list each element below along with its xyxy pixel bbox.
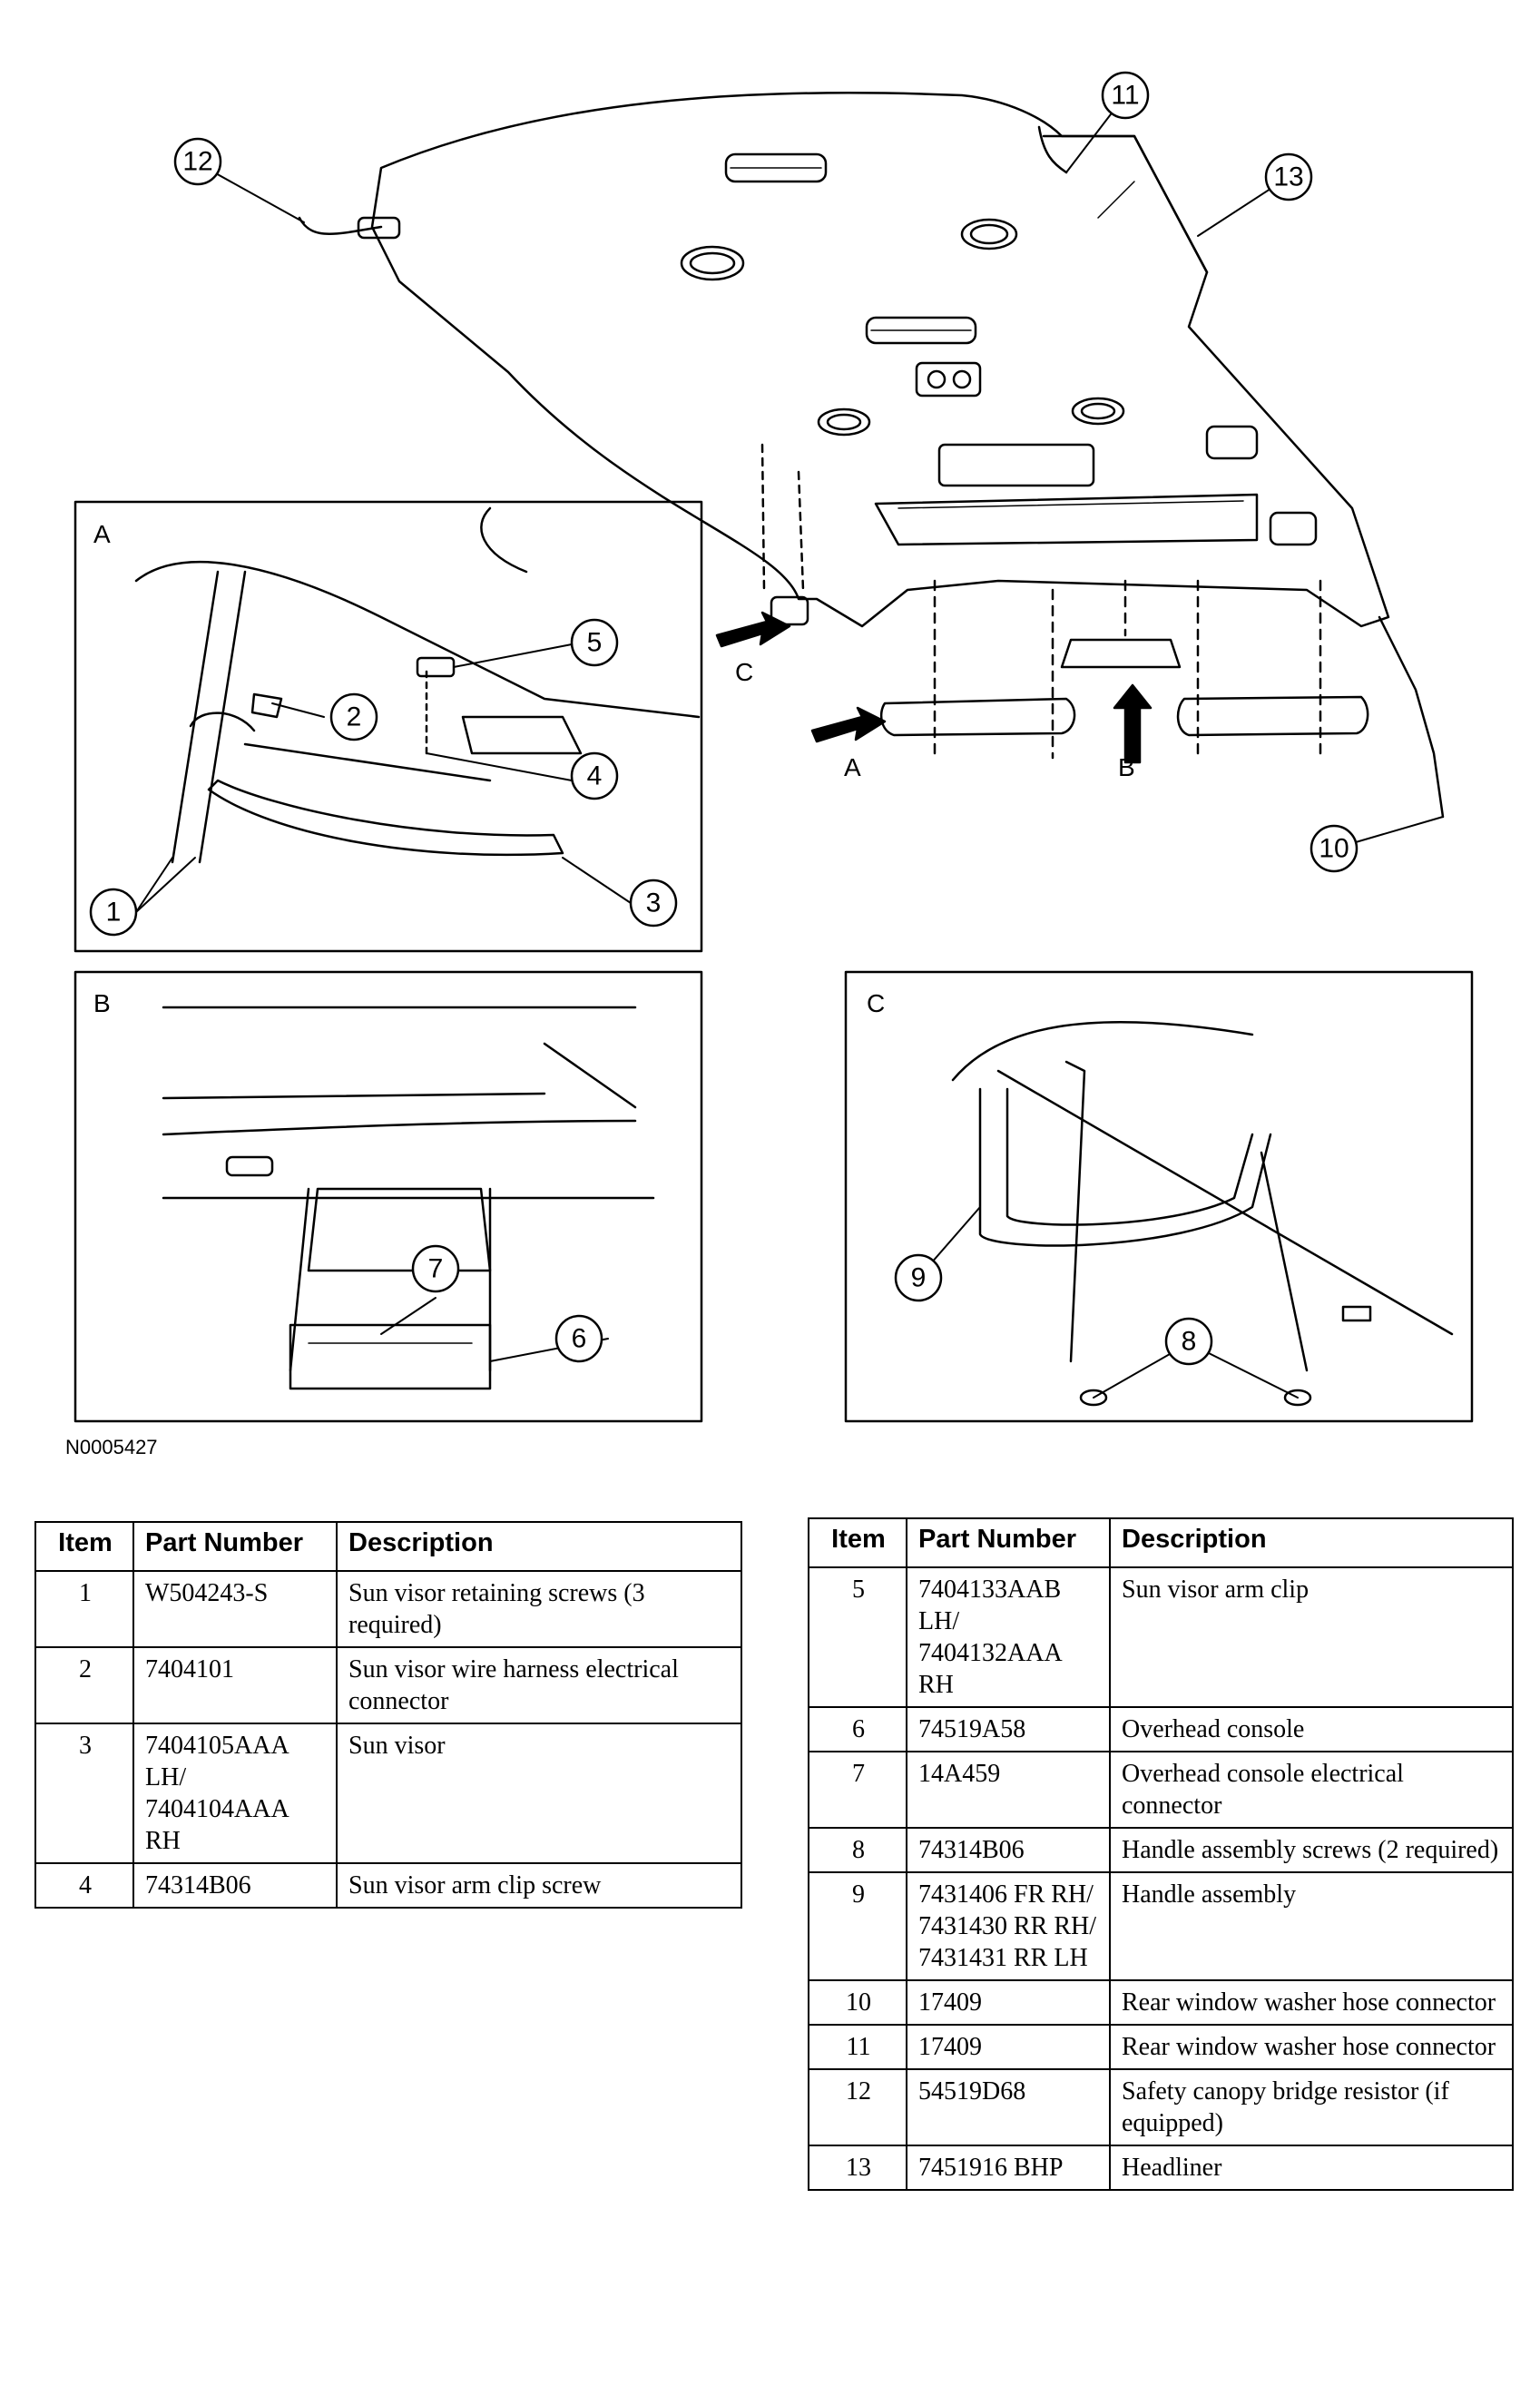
description-cell: Sun visor retaining screws (3 required) bbox=[336, 1570, 742, 1648]
part-number-cell: 17409 bbox=[906, 1979, 1111, 2026]
callout-6: 6 bbox=[572, 1324, 587, 1354]
arrow-label-a: A bbox=[844, 753, 861, 781]
part-number-cell: 74519A58 bbox=[906, 1706, 1111, 1752]
header-description: Description bbox=[1109, 1517, 1514, 1568]
panel-letter-a: A bbox=[93, 520, 111, 548]
callout-9: 9 bbox=[911, 1263, 927, 1293]
item-cell: 6 bbox=[808, 1706, 907, 1752]
description-cell: Sun visor bbox=[336, 1723, 742, 1864]
description-cell: Overhead console electrical connector bbox=[1109, 1751, 1514, 1829]
description-cell: Safety canopy bridge resistor (if equipp… bbox=[1109, 2068, 1514, 2146]
item-cell: 12 bbox=[808, 2068, 907, 2146]
part-number-cell: 54519D68 bbox=[906, 2068, 1111, 2146]
description-cell: Rear window washer hose connector bbox=[1109, 2024, 1514, 2070]
item-cell: 1 bbox=[34, 1570, 134, 1648]
item-cell: 5 bbox=[808, 1566, 907, 1708]
description-cell: Handle assembly screws (2 required) bbox=[1109, 1827, 1514, 1873]
detail-panel-c bbox=[844, 970, 1474, 1423]
visors-and-console bbox=[879, 579, 1369, 760]
item-cell: 9 bbox=[808, 1871, 907, 1981]
panel-letter-b: B bbox=[93, 989, 111, 1017]
item-cell: 13 bbox=[808, 2145, 907, 2191]
callout-13: 13 bbox=[1273, 162, 1303, 192]
callout-5: 5 bbox=[587, 628, 603, 658]
item-cell: 11 bbox=[808, 2024, 907, 2070]
description-cell: Rear window washer hose connector bbox=[1109, 1979, 1514, 2026]
item-cell: 10 bbox=[808, 1979, 907, 2026]
description-cell: Overhead console bbox=[1109, 1706, 1514, 1752]
part-number-cell: 7451916 BHP bbox=[906, 2145, 1111, 2191]
callout-leaders bbox=[135, 94, 1444, 1399]
item-cell: 2 bbox=[34, 1646, 134, 1724]
header-item: Item bbox=[34, 1521, 134, 1572]
part-number-cell: 7431406 FR RH/ 7431430 RR RH/ 7431431 RR… bbox=[906, 1871, 1111, 1981]
description-cell: Handle assembly bbox=[1109, 1871, 1514, 1981]
part-number-cell: 7404101 bbox=[132, 1646, 338, 1724]
header-part-number: Part Number bbox=[906, 1517, 1111, 1568]
callout-1: 1 bbox=[106, 898, 122, 928]
callout-circles bbox=[89, 71, 1359, 1366]
item-cell: 8 bbox=[808, 1827, 907, 1873]
part-number-cell: 74314B06 bbox=[906, 1827, 1111, 1873]
part-number-cell: W504243-S bbox=[132, 1570, 338, 1648]
callout-11: 11 bbox=[1111, 81, 1139, 111]
callout-8: 8 bbox=[1182, 1327, 1197, 1357]
item-cell: 7 bbox=[808, 1751, 907, 1829]
part-number-cell: 17409 bbox=[906, 2024, 1111, 2070]
item-cell: 3 bbox=[34, 1723, 134, 1864]
part-number-cell: 74314B06 bbox=[132, 1862, 338, 1909]
header-part-number: Part Number bbox=[132, 1521, 338, 1572]
figure-id: N0005427 bbox=[65, 1436, 158, 1458]
view-arrows bbox=[715, 611, 1153, 764]
callout-2: 2 bbox=[347, 702, 362, 732]
description-cell: Sun visor arm clip bbox=[1109, 1566, 1514, 1708]
callout-7: 7 bbox=[428, 1254, 444, 1284]
callout-10: 10 bbox=[1319, 834, 1349, 864]
detail-panel-a bbox=[74, 500, 703, 953]
arrow-label-c: C bbox=[735, 658, 753, 686]
part-number-cell: 7404105AAA LH/ 7404104AAA RH bbox=[132, 1723, 338, 1864]
detail-panel-b bbox=[74, 970, 703, 1423]
table-header-row: Item Part Number Description bbox=[808, 1517, 1514, 1568]
part-number-cell: 7404133AAB LH/ 7404132AAA RH bbox=[906, 1566, 1111, 1708]
header-description: Description bbox=[336, 1521, 742, 1572]
callout-4: 4 bbox=[587, 761, 603, 791]
headliner-exploded-diagram: 1 2 3 4 5 6 7 8 9 10 11 12 13 A B C C A … bbox=[74, 71, 1474, 1423]
description-cell: Sun visor arm clip screw bbox=[336, 1862, 742, 1909]
item-cell: 4 bbox=[34, 1862, 134, 1909]
part-number-cell: 14A459 bbox=[906, 1751, 1111, 1829]
panel-letter-c: C bbox=[867, 989, 885, 1017]
header-item: Item bbox=[808, 1517, 907, 1568]
table-header-row: Item Part Number Description bbox=[34, 1521, 742, 1572]
headliner-drawing bbox=[298, 92, 1445, 819]
description-cell: Sun visor wire harness electrical connec… bbox=[336, 1646, 742, 1724]
description-cell: Headliner bbox=[1109, 2145, 1514, 2191]
arrow-label-b: B bbox=[1118, 753, 1135, 781]
callout-12: 12 bbox=[182, 147, 212, 177]
callout-3: 3 bbox=[646, 888, 662, 918]
